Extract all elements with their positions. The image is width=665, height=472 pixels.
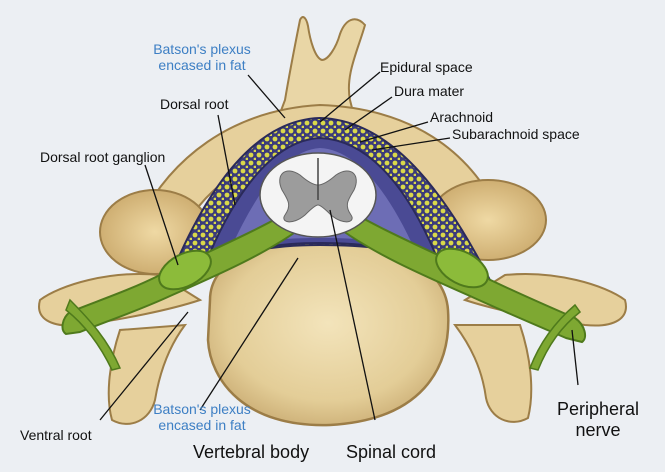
label-epidural-space: Epidural space [380, 59, 473, 75]
label-peripheral-nerve: Peripheral nerve [548, 400, 648, 439]
left-lower-process [107, 323, 188, 425]
label-batsons-plexus-top: Batson's plexus encased in fat [140, 42, 264, 72]
label-dura-mater: Dura mater [394, 83, 465, 99]
label-batsons-plexus-bottom-line1: Batson's plexus [153, 401, 251, 417]
label-ventral-root: Ventral root [20, 427, 92, 443]
left-ventral-branch [65, 298, 122, 371]
label-peripheral-nerve-line2: nerve [575, 420, 621, 440]
label-subarachnoid-space: Subarachnoid space [452, 126, 580, 142]
label-batsons-plexus-top-line1: Batson's plexus [153, 41, 251, 57]
label-peripheral-nerve-line1: Peripheral [556, 399, 640, 419]
label-batsons-plexus-bottom-line2: encased in fat [158, 417, 246, 433]
right-ventral-branch [528, 303, 582, 371]
label-dorsal-root-ganglion: Dorsal root ganglion [40, 149, 166, 165]
label-batsons-plexus-bottom: Batson's plexus encased in fat [142, 402, 262, 432]
label-batsons-plexus-top-line2: encased in fat [158, 57, 246, 73]
right-lower-process [453, 324, 533, 423]
left-ganglion [158, 249, 212, 291]
label-arachnoid: Arachnoid [430, 109, 494, 125]
leader-lines [99, 71, 579, 421]
label-vertebral-body: Vertebral body [193, 442, 310, 462]
label-spinal-cord: Spinal cord [346, 442, 437, 462]
label-dorsal-root: Dorsal root [160, 96, 229, 112]
right-ganglion [435, 247, 489, 289]
